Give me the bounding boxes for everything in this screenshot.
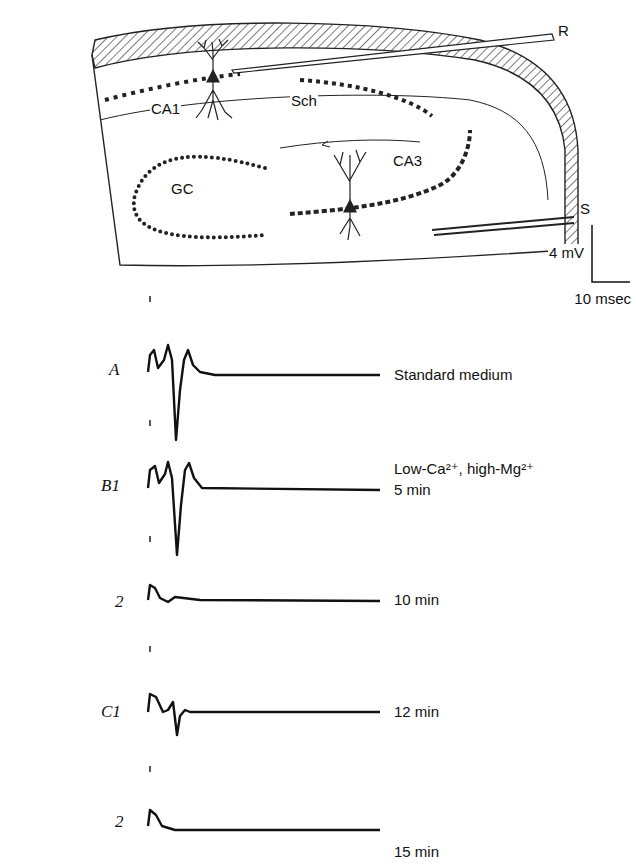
ca1-neuron: [196, 39, 232, 120]
time-label: 15 min: [393, 843, 440, 860]
scale-bar: [592, 225, 630, 282]
time-label: 5 min: [393, 481, 432, 498]
hatched-surface: [92, 23, 578, 252]
region-label: Sch: [290, 92, 318, 109]
hippocampal-slice: [92, 23, 578, 266]
time-label: 10 min: [393, 591, 440, 608]
trace-label: 2: [114, 812, 125, 832]
region-label: CA1: [150, 100, 181, 117]
ca3-cell-layer: [290, 130, 470, 214]
ca1-cell-layer: [105, 74, 240, 100]
trace-c2: [148, 810, 380, 830]
fiber-line: [280, 140, 420, 148]
ca3-cell-layer: [300, 80, 432, 116]
scale-label: 4 mV: [548, 244, 585, 261]
layer-line: [100, 95, 548, 200]
granule-cell-layer: [134, 157, 265, 238]
scale-label: 10 msec: [573, 290, 632, 307]
condition-label: Low-Ca²⁺, high-Mg²⁺: [393, 460, 535, 477]
slice-outline: [92, 55, 565, 266]
recording-electrode: [232, 34, 554, 73]
field-potential-traces: [148, 296, 380, 830]
trace-label: B1: [100, 476, 121, 496]
trace-b1: [148, 462, 380, 555]
trace-label: C1: [100, 702, 122, 722]
electrode-label: R: [557, 22, 570, 39]
trace-label: A: [108, 360, 120, 380]
condition-label: Standard medium: [393, 366, 513, 383]
stimulating-electrode: [432, 217, 574, 235]
trace-label: 2: [114, 592, 125, 612]
region-label: CA3: [392, 152, 423, 169]
trace-a: [148, 345, 380, 440]
ca3-neuron: [334, 150, 366, 240]
electrode-label: S: [579, 200, 591, 217]
trace-c1: [148, 694, 380, 735]
region-label: GC: [170, 180, 195, 197]
time-label: 12 min: [393, 703, 440, 720]
fiber-arrow: [322, 141, 330, 147]
trace-b2: [148, 585, 380, 602]
